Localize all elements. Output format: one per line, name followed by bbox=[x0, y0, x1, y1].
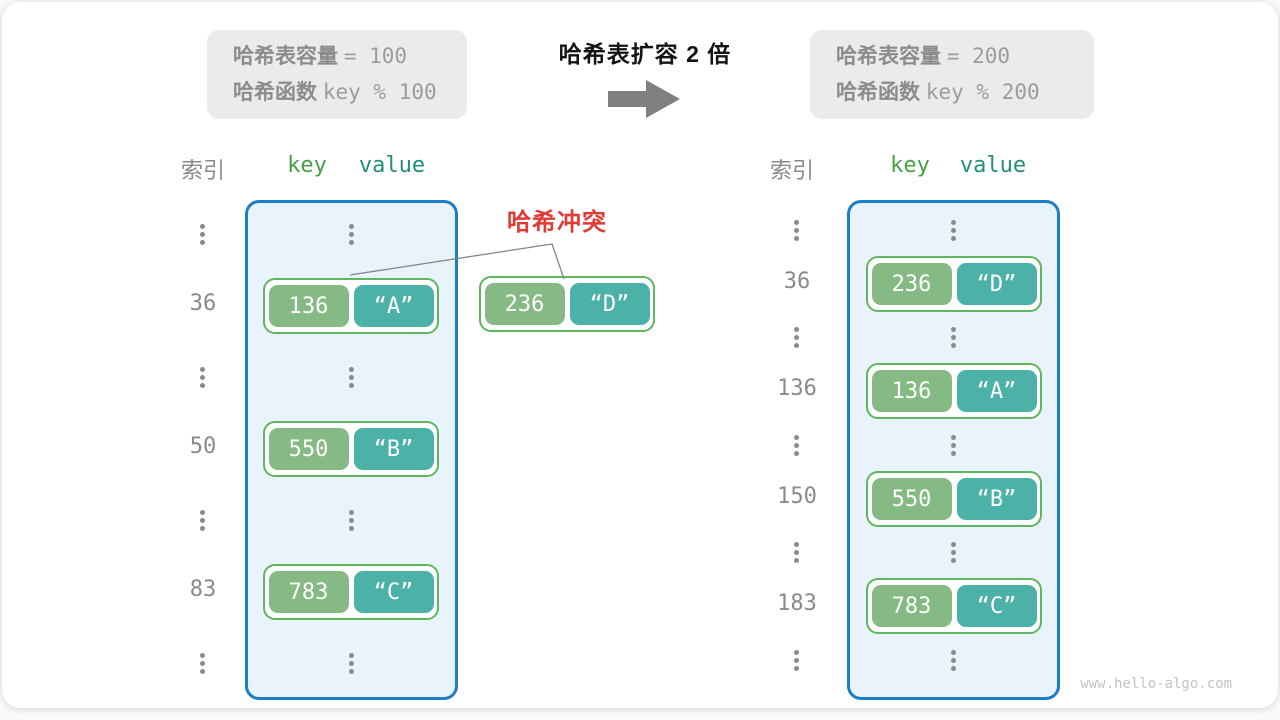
left-key-header: key bbox=[287, 153, 327, 178]
index-label: 36 bbox=[189, 291, 217, 316]
value-box: “C” bbox=[353, 571, 434, 613]
hash-fn-value: key % 100 bbox=[322, 80, 437, 104]
right-arrow-icon bbox=[608, 80, 680, 118]
ellipsis-dots bbox=[349, 224, 354, 245]
collision-connector-lines bbox=[349, 243, 565, 280]
index-label: 150 bbox=[777, 484, 817, 509]
ellipsis-dots bbox=[951, 650, 956, 671]
ellipsis-dots bbox=[349, 653, 354, 674]
expand-title: 哈希表扩容 2 倍 bbox=[558, 41, 732, 67]
right-key-header: key bbox=[890, 153, 930, 178]
index-label: 36 bbox=[783, 269, 811, 294]
ellipsis-dots bbox=[951, 327, 956, 348]
value-box: “B” bbox=[353, 428, 434, 470]
key-box: 236 bbox=[871, 263, 952, 305]
capacity-line: 哈希表容量 = 200 bbox=[836, 43, 1094, 70]
key-box: 550 bbox=[268, 428, 349, 470]
capacity-value: = 200 bbox=[946, 44, 1011, 68]
ellipsis-dots bbox=[200, 367, 205, 388]
value-box: “B” bbox=[956, 478, 1037, 520]
ellipsis-dots bbox=[200, 224, 205, 245]
ellipsis-dots bbox=[200, 653, 205, 674]
left-capacity-infobox: 哈希表容量 = 100 哈希函数 key % 100 bbox=[207, 30, 467, 119]
ellipsis-dots bbox=[349, 367, 354, 388]
key-value-pair: 136 “A” bbox=[866, 363, 1042, 419]
hash-collision-label: 哈希冲突 bbox=[507, 209, 607, 236]
ellipsis-dots bbox=[794, 435, 799, 456]
ellipsis-dots bbox=[951, 542, 956, 563]
key-value-pair: 136 “A” bbox=[263, 278, 439, 334]
value-box: “A” bbox=[353, 285, 434, 327]
right-index-header: 索引 bbox=[769, 158, 814, 183]
value-box: “A” bbox=[956, 370, 1037, 412]
key-box: 783 bbox=[268, 571, 349, 613]
key-box: 783 bbox=[871, 585, 952, 627]
index-label: 83 bbox=[189, 577, 217, 602]
key-value-pair: 783 “C” bbox=[866, 578, 1042, 634]
capacity-line: 哈希表容量 = 100 bbox=[233, 43, 467, 70]
ellipsis-dots bbox=[951, 435, 956, 456]
key-value-pair: 550 “B” bbox=[263, 421, 439, 477]
right-value-header: value bbox=[959, 153, 1027, 178]
capacity-value: = 100 bbox=[343, 44, 408, 68]
watermark: www.hello-algo.com bbox=[1080, 676, 1232, 692]
ellipsis-dots bbox=[794, 220, 799, 241]
capacity-label: 哈希表容量 bbox=[233, 45, 338, 68]
key-box: 136 bbox=[871, 370, 952, 412]
ellipsis-dots bbox=[951, 220, 956, 241]
key-box: 136 bbox=[268, 285, 349, 327]
key-value-pair: 550 “B” bbox=[866, 471, 1042, 527]
ellipsis-dots bbox=[794, 650, 799, 671]
ellipsis-dots bbox=[794, 542, 799, 563]
key-box: 550 bbox=[871, 478, 952, 520]
collision-key-value-pair: 236 “D” bbox=[479, 276, 655, 332]
hash-fn-label: 哈希函数 bbox=[233, 81, 317, 104]
diagram-card: 哈希表容量 = 100 哈希函数 key % 100 哈希表容量 = 200 哈… bbox=[2, 2, 1278, 708]
hash-fn-line: 哈希函数 key % 200 bbox=[836, 79, 1094, 106]
ellipsis-dots bbox=[200, 510, 205, 531]
right-capacity-infobox: 哈希表容量 = 200 哈希函数 key % 200 bbox=[810, 30, 1094, 119]
left-value-header: value bbox=[358, 153, 426, 178]
value-box: “D” bbox=[569, 283, 650, 325]
left-index-header: 索引 bbox=[180, 158, 225, 183]
hash-fn-value: key % 200 bbox=[925, 80, 1040, 104]
capacity-label: 哈希表容量 bbox=[836, 45, 941, 68]
key-value-pair: 783 “C” bbox=[263, 564, 439, 620]
key-box: 236 bbox=[484, 283, 565, 325]
index-label: 136 bbox=[777, 376, 817, 401]
ellipsis-dots bbox=[794, 327, 799, 348]
value-box: “D” bbox=[956, 263, 1037, 305]
value-box: “C” bbox=[956, 585, 1037, 627]
index-label: 50 bbox=[189, 434, 217, 459]
key-value-pair: 236 “D” bbox=[866, 256, 1042, 312]
hash-fn-label: 哈希函数 bbox=[836, 81, 920, 104]
hash-fn-line: 哈希函数 key % 100 bbox=[233, 79, 467, 106]
index-label: 183 bbox=[777, 591, 817, 616]
ellipsis-dots bbox=[349, 510, 354, 531]
